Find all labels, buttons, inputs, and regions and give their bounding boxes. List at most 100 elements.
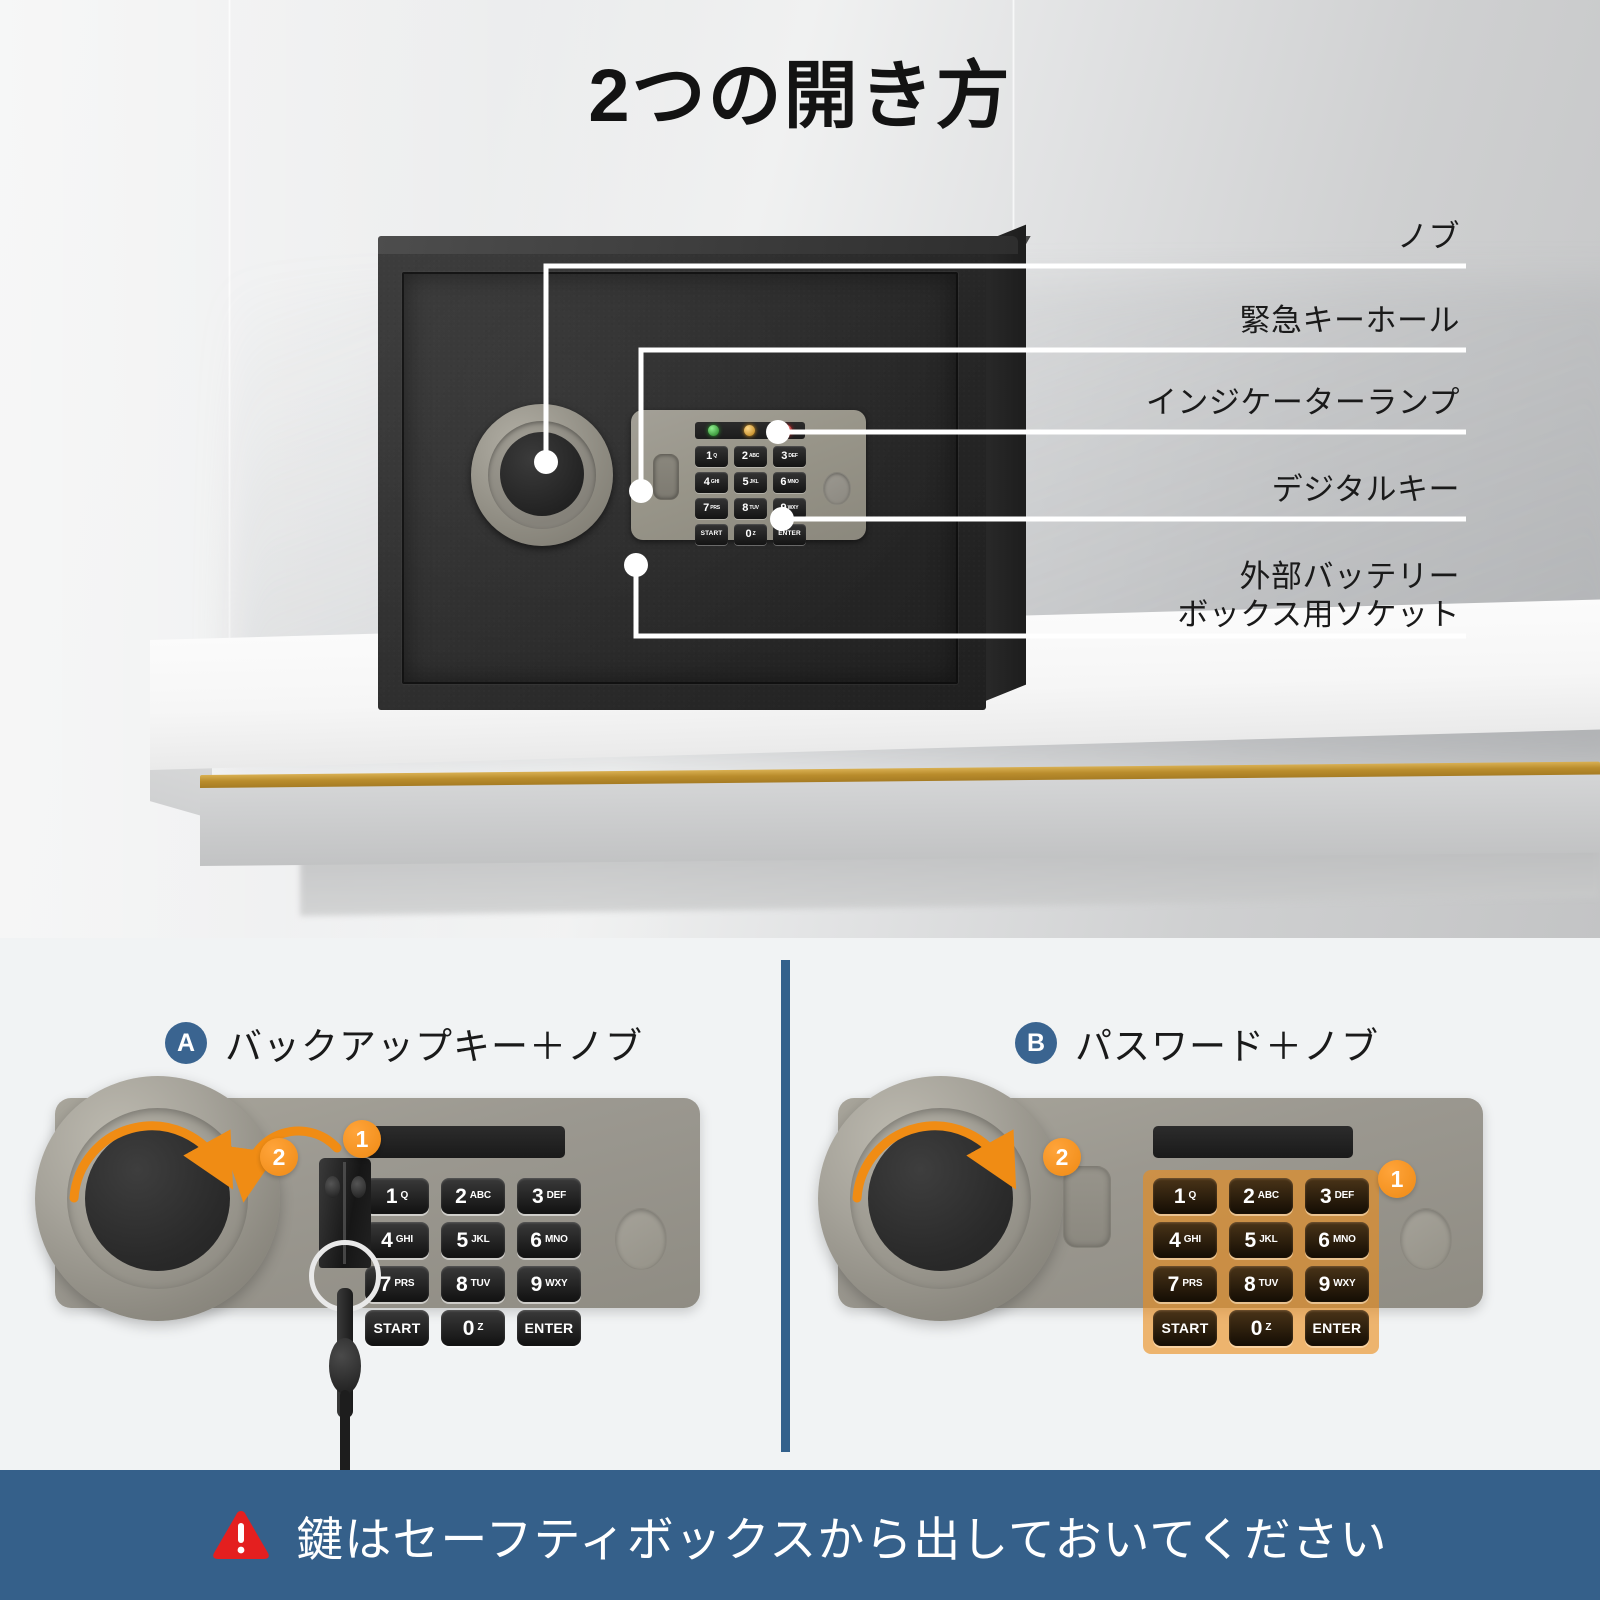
option-a-header: A バックアップキー＋ノブ [165,1016,643,1070]
option-b-header: B パスワード＋ノブ [1015,1016,1379,1070]
key-digit: 0 [745,528,752,540]
key-letters: MNO [544,1234,568,1245]
key-digit: 2 [1243,1184,1255,1208]
option-b-display [1153,1126,1353,1158]
callout-label-line1: 外部バッテリー [1239,559,1460,594]
hero-section: 2つの開き方 1Q2ABC3DEF4GHI5JKL6MNO7PRS8TUV9WX… [0,0,1600,938]
key-wing-right [351,1176,366,1198]
callout-label-emergency-keyhole: 緊急キーホール [1239,303,1460,338]
key-digit: 8 [455,1272,468,1296]
key-letters: MNO [787,479,799,485]
option-a-key-arrow-icon [223,1126,342,1203]
key-letters: Q [1188,1190,1197,1201]
digital-keypad[interactable]: 1Q2ABC3DEF4GHI5JKL6MNO7PRS8TUV9WXYSTART0… [695,446,806,545]
option-a-inserted-backup-key[interactable] [305,1158,385,1520]
option-a-step-1-badge: 1 [343,1120,381,1158]
key-digit: 4 [1169,1228,1181,1252]
key-digit: 4 [703,476,710,488]
key-digit: 4 [381,1228,393,1252]
key-letters: PRS [394,1278,415,1289]
key-start[interactable]: START [365,1310,429,1346]
key-wing-left [325,1176,340,1198]
option-b-battery-socket[interactable] [1400,1208,1452,1270]
key-letters: DEF [788,453,798,459]
key-start[interactable]: START [695,524,728,545]
key-letters: WXY [787,505,799,511]
key-letters: MNO [1332,1234,1356,1245]
key-letters: PRS [1182,1278,1203,1289]
key-digit: 2 [741,450,748,462]
key-digit: 5 [456,1228,469,1252]
key-letters: JKL [1259,1234,1278,1245]
key-letters: TUV [1258,1278,1279,1289]
key-digit: 0 [1250,1316,1263,1340]
key-letters: PRS [710,505,720,511]
key-letters: WXY [545,1278,568,1289]
wall-seam [228,0,231,720]
external-battery-socket[interactable] [823,472,851,505]
callout-label-indicator-lamp: インジケーターランプ [1145,385,1460,420]
key-digit: 5 [742,476,749,488]
option-a-step-2-badge: 2 [260,1138,298,1176]
safe-top-edge [378,236,1018,254]
key-letters: Z [477,1322,484,1333]
key-letters: GHI [395,1234,413,1245]
key-digit: 7 [703,502,710,514]
key-letters: Z [752,531,756,537]
option-a-battery-socket[interactable] [615,1208,667,1270]
option-a-title: バックアップキー＋ノブ [225,1026,643,1067]
indicator-lamp-orange-icon [744,425,756,436]
key-letters: JKL [471,1234,490,1245]
key-start[interactable]: START [1153,1310,1217,1346]
emergency-keyhole[interactable] [653,454,679,500]
key-digit: 5 [1244,1228,1257,1252]
callout-label-knob: ノブ [1397,219,1460,254]
key-enter[interactable]: ENTER [517,1310,581,1346]
key-digit: 6 [1318,1228,1330,1252]
knob-face [500,432,584,516]
key-digit: 1 [385,1184,398,1208]
indicator-lamp-green-icon [707,425,719,436]
warning-text: 鍵はセーフティボックスから出しておいてください [296,1512,1388,1566]
option-a-knob-arrow-icon [69,1121,234,1203]
key-letters: DEF [1334,1190,1355,1201]
key-letters: ABC [1257,1190,1279,1201]
safe-knob[interactable] [471,404,613,546]
option-b-emergency-keyhole[interactable] [1063,1166,1111,1248]
key-enter[interactable]: ENTER [1305,1310,1369,1346]
key-letters: DEF [546,1190,567,1201]
